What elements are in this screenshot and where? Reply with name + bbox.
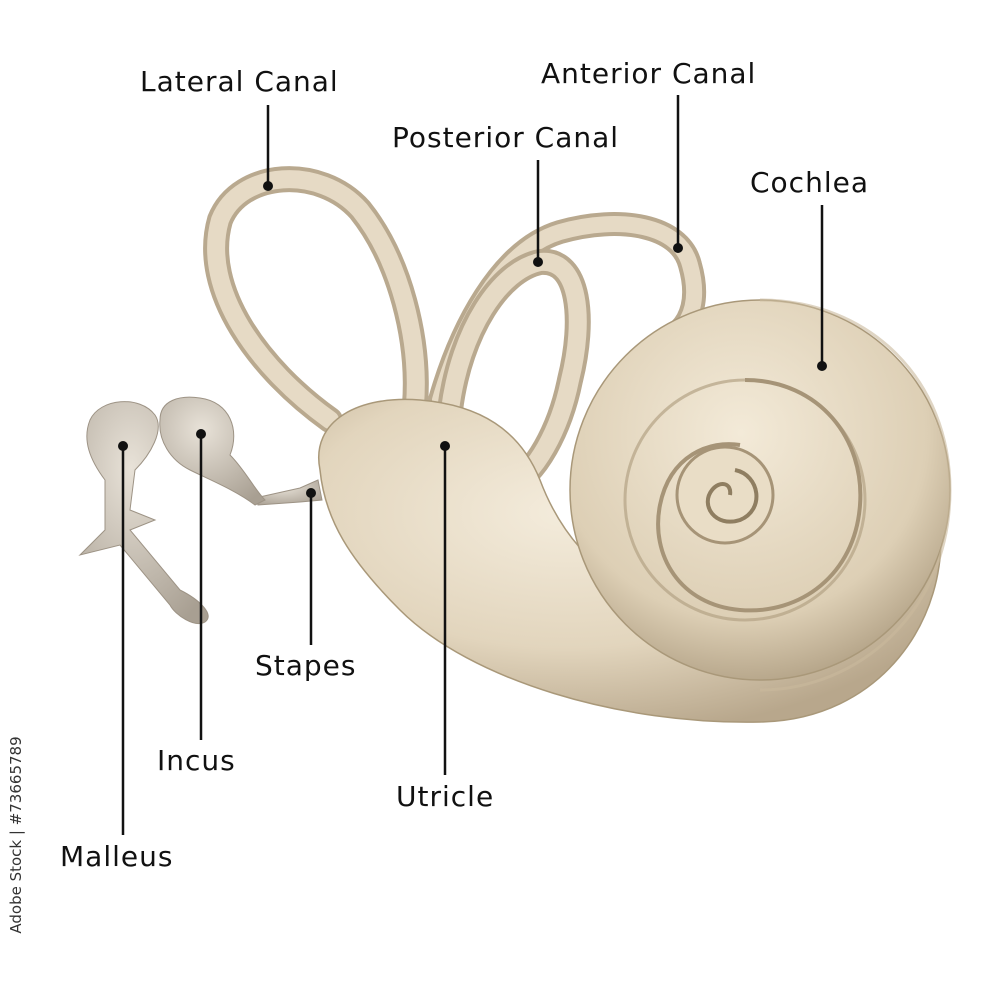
stock-credit: Adobe Stock | #73665789: [4, 736, 28, 933]
marker-dot-lateral-canal: [263, 181, 273, 191]
label-anterior-canal: Anterior Canal: [541, 57, 757, 90]
marker-dot-cochlea: [817, 361, 827, 371]
marker-dot-stapes: [306, 488, 316, 498]
label-malleus: Malleus: [60, 840, 174, 873]
label-incus: Incus: [157, 744, 236, 777]
label-cochlea: Cochlea: [750, 166, 869, 199]
marker-dot-anterior-canal: [673, 243, 683, 253]
lateral-canal-shape: [203, 166, 429, 433]
malleus-shape: [78, 401, 209, 624]
marker-dot-posterior-canal: [533, 257, 543, 267]
stapes-shape: [254, 479, 323, 506]
incus-shape: [159, 396, 266, 506]
marker-dot-utricle: [440, 441, 450, 451]
marker-dot-malleus: [118, 441, 128, 451]
stock-credit-text: Adobe Stock | #73665789: [7, 736, 25, 934]
label-lateral-canal: Lateral Canal: [140, 65, 339, 98]
marker-dot-incus: [196, 429, 206, 439]
label-posterior-canal: Posterior Canal: [392, 121, 620, 154]
label-stapes: Stapes: [255, 649, 357, 682]
label-utricle: Utricle: [396, 780, 495, 813]
